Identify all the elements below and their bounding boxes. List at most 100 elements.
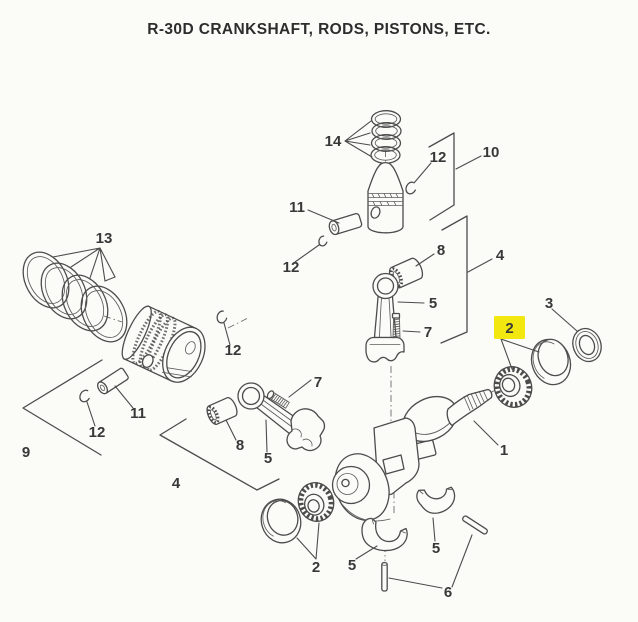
callout-7-b[interactable]: 7 bbox=[314, 374, 322, 391]
highlight-selected-callout bbox=[494, 316, 525, 339]
bearing-rollers bbox=[298, 482, 334, 522]
piston-ring-set-top bbox=[370, 110, 402, 164]
callout-2-b[interactable]: 2 bbox=[312, 559, 320, 576]
leader-11-left bbox=[114, 385, 134, 409]
bearing-bore bbox=[501, 377, 516, 393]
leader-13 bbox=[52, 247, 116, 282]
callout-5-b[interactable]: 5 bbox=[264, 450, 272, 467]
callout-8-b[interactable]: 8 bbox=[236, 437, 244, 454]
connecting-rod-left bbox=[237, 382, 326, 452]
centerline bbox=[103, 150, 500, 561]
leader-8-top bbox=[415, 253, 435, 267]
leader-8-left bbox=[225, 419, 237, 441]
callout-14[interactable]: 14 bbox=[325, 133, 342, 150]
rod-shank-ribs bbox=[379, 297, 392, 338]
callout-6[interactable]: 6 bbox=[444, 584, 452, 601]
leader-1 bbox=[473, 420, 499, 446]
piston-left bbox=[121, 305, 206, 383]
output-shaft bbox=[446, 388, 493, 427]
callout-11-b[interactable]: 11 bbox=[130, 405, 146, 422]
callout-11-a[interactable]: 11 bbox=[289, 199, 305, 216]
leader-3 bbox=[551, 308, 578, 332]
callout-12-b[interactable]: 12 bbox=[283, 259, 300, 276]
leader-5-left-rod bbox=[265, 419, 268, 453]
leader-6 bbox=[388, 534, 473, 589]
leader-lines bbox=[52, 120, 578, 589]
main-bearing-right bbox=[493, 366, 533, 408]
leader-5-retainer-left bbox=[355, 545, 378, 560]
bracket-rod-assembly-4-left bbox=[159, 418, 280, 491]
rod-bolt-top bbox=[391, 312, 401, 339]
circlip-top-right bbox=[405, 181, 417, 195]
rod-shank-ribs bbox=[259, 398, 297, 429]
piston-pin-top bbox=[328, 213, 363, 236]
callout-10[interactable]: 10 bbox=[483, 144, 500, 161]
leader-12-left-bottom bbox=[86, 401, 96, 427]
callout-12-c[interactable]: 12 bbox=[225, 342, 242, 359]
dowel-pin-vertical bbox=[381, 561, 388, 592]
leader-12-left-piston bbox=[223, 322, 231, 346]
leader-5-top bbox=[397, 301, 425, 304]
dowel-pin-diagonal bbox=[462, 515, 488, 535]
leader-5-retainer-right bbox=[432, 517, 436, 542]
bearing-retainer-left bbox=[361, 517, 408, 552]
bearing-bore bbox=[307, 499, 320, 513]
leader-14 bbox=[344, 120, 373, 158]
leader-12-top-right bbox=[413, 162, 432, 184]
pin-boss-hole bbox=[141, 354, 154, 368]
bearing-race-right bbox=[530, 338, 572, 386]
bearing-retainer-right bbox=[416, 486, 456, 514]
piston-crown bbox=[121, 305, 152, 360]
centerlines bbox=[103, 150, 500, 561]
leader-11-top bbox=[307, 209, 340, 224]
callout-3[interactable]: 3 bbox=[545, 295, 553, 312]
leader-4-right bbox=[467, 258, 493, 273]
leader-10 bbox=[455, 155, 482, 170]
callout-labels: 14 12 10 11 12 13 8 4 5 3 2 7 12 7 11 12… bbox=[22, 133, 553, 601]
main-bearing-bottom bbox=[297, 482, 335, 522]
bracket-rod-assembly-4-right bbox=[440, 215, 468, 344]
page-title: R-30D CRANKSHAFT, RODS, PISTONS, ETC. bbox=[147, 21, 491, 38]
callout-5-a[interactable]: 5 bbox=[429, 295, 437, 312]
callout-5-d[interactable]: 5 bbox=[348, 557, 356, 574]
callout-8-a[interactable]: 8 bbox=[437, 242, 445, 259]
callout-9[interactable]: 9 bbox=[22, 444, 30, 461]
bearing-rollers bbox=[494, 366, 532, 408]
callout-7-a[interactable]: 7 bbox=[424, 324, 432, 341]
callout-4-a[interactable]: 4 bbox=[496, 247, 505, 264]
callout-1[interactable]: 1 bbox=[500, 442, 508, 459]
callout-12-d[interactable]: 12 bbox=[89, 424, 106, 441]
piston-top bbox=[367, 161, 404, 234]
crankshaft bbox=[331, 388, 493, 522]
piston-pin-left bbox=[96, 367, 129, 395]
circlip-left-piston-right bbox=[216, 310, 228, 324]
needle-bearing-left bbox=[206, 396, 238, 426]
leader-12-top-left bbox=[294, 244, 320, 263]
callout-2-selected[interactable]: 2 bbox=[505, 320, 513, 337]
circlips bbox=[79, 181, 417, 403]
piston-ring-set-left bbox=[22, 251, 128, 343]
group-brackets bbox=[22, 132, 468, 491]
inner-pin-hole bbox=[185, 341, 196, 355]
leader-2-selected bbox=[500, 338, 540, 370]
rod-big-end bbox=[365, 336, 405, 363]
bolt-threads bbox=[392, 318, 401, 338]
bracket-piston-assembly-10 bbox=[428, 132, 455, 221]
rod-big-end bbox=[286, 408, 326, 452]
callout-12-a[interactable]: 12 bbox=[430, 149, 447, 166]
piston-ring-grooves bbox=[367, 193, 404, 206]
crank-boss bbox=[331, 465, 371, 505]
circlip-top-left bbox=[318, 235, 328, 247]
bearing-race-bottom bbox=[260, 498, 302, 544]
callout-5-c[interactable]: 5 bbox=[432, 540, 440, 557]
leader-7-left bbox=[288, 379, 312, 398]
bracket-piston-assembly-9 bbox=[22, 359, 103, 456]
web-notch bbox=[382, 454, 405, 475]
piston-pin-hole bbox=[370, 206, 381, 219]
connecting-rod-top bbox=[365, 272, 405, 363]
leader-2-bottom bbox=[296, 522, 320, 560]
callout-13[interactable]: 13 bbox=[96, 230, 113, 247]
rod-bolt-left bbox=[266, 390, 290, 409]
callout-4-b[interactable]: 4 bbox=[172, 475, 181, 492]
